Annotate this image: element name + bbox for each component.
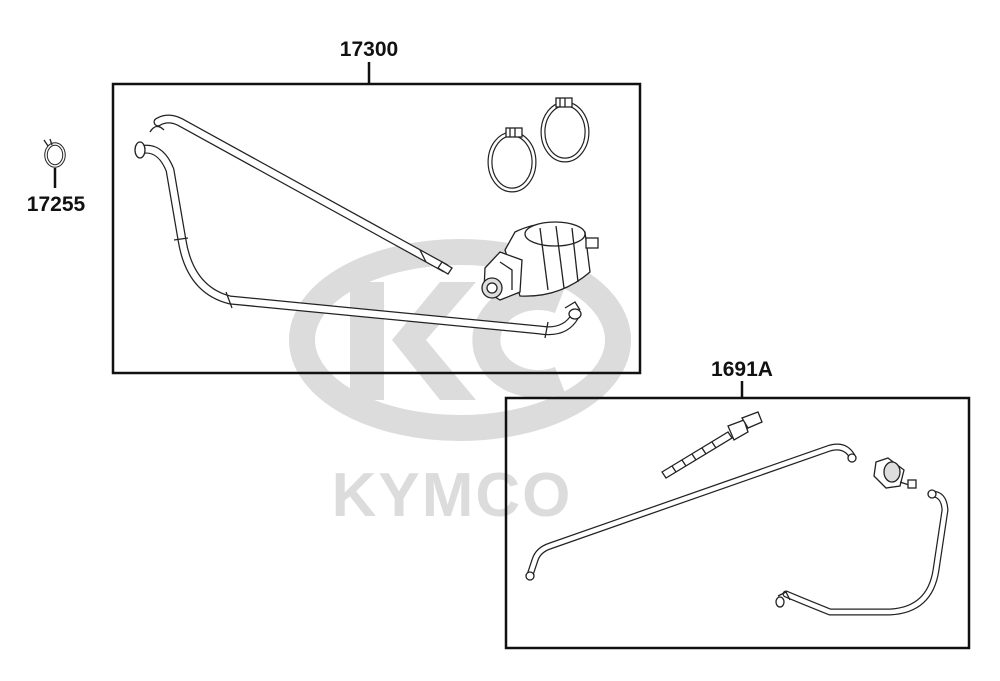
vent-tube-long [149,114,453,275]
return-tube [775,489,949,616]
charcoal-canister [481,221,599,301]
cable-tie [661,411,763,479]
check-valve [873,457,917,489]
part-number-17255: 17255 [27,193,86,216]
drain-hose [134,141,582,339]
part-number-1691A: 1691A [711,358,773,381]
kymco-watermark: KYMCO [289,239,631,530]
clamp-17255 [43,138,66,188]
hose-clamp-left [487,127,537,193]
hose-clamp-right [540,97,590,163]
canister-assembly-box [111,82,642,375]
vent-tube-set-box [504,396,971,650]
breather-tube [525,443,857,581]
part-number-17300: 17300 [340,38,398,61]
kymco-wordmark: KYMCO [332,461,573,530]
